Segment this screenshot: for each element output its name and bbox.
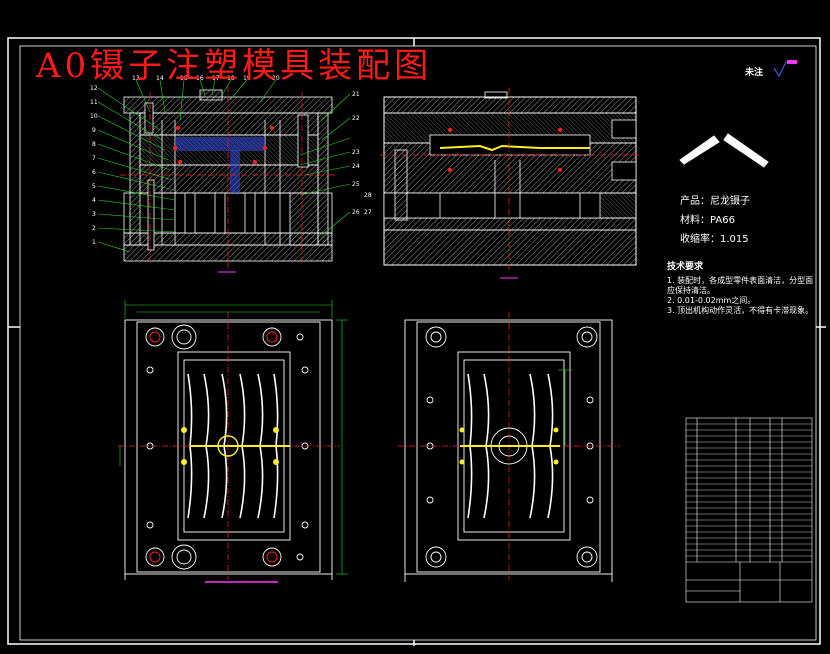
- product-info: 产品：尼龙镊子 材料：PA66 收缩率：1.015: [680, 192, 750, 249]
- callout-2: 2: [92, 225, 96, 232]
- plan-view-right: [404, 319, 613, 582]
- callout-3: 3: [92, 211, 96, 218]
- product-material: 材料：PA66: [680, 215, 735, 226]
- product-shrinkage: 收缩率：1.015: [680, 234, 749, 245]
- callout-22: 22: [352, 115, 360, 122]
- surface-finish-symbol: [773, 60, 798, 78]
- callout-5: 5: [92, 183, 96, 190]
- callout-8: 8: [92, 141, 96, 148]
- parts-list-rows: [686, 423, 812, 557]
- drawing-title: A0镊子注塑模具装配图: [36, 46, 433, 86]
- callout-16: 16: [196, 75, 204, 82]
- callout-4: 4: [92, 197, 96, 204]
- callout-20: 20: [272, 75, 280, 82]
- callout-28: 28: [364, 192, 372, 199]
- callout-23: 23: [352, 149, 360, 156]
- callout-15: 15: [180, 75, 188, 82]
- callout-27: 27: [364, 209, 372, 216]
- plan-view-left-accents: [118, 300, 348, 583]
- callout-9: 9: [92, 127, 96, 134]
- tech-heading: 技术要求: [667, 262, 704, 272]
- parts-list-table: [685, 417, 813, 603]
- side-section-view: [383, 91, 637, 266]
- callout-18: 18: [227, 75, 235, 82]
- product-name: 产品：尼龙镊子: [680, 196, 750, 207]
- callout-24: 24: [352, 163, 360, 170]
- technical-requirements: 技术要求 1. 装配时，各成型零件表面清洁，分型面应保持清洁。 2. 0.01-…: [667, 262, 817, 316]
- plan-view-right-accents: [398, 312, 620, 580]
- callout-26: 26: [352, 209, 360, 216]
- tech-item-3: 3. 顶出机构动作灵活，不得有卡滞现象。: [667, 306, 814, 315]
- callout-10: 10: [90, 113, 98, 120]
- section-callouts: 1 2 3 4 5 6 7 8 9 10 11 12 13 14 15 16 1…: [90, 75, 372, 246]
- tech-item-2: 2. 0.01-0.02mm之间。: [667, 296, 756, 305]
- callout-17: 17: [212, 75, 220, 82]
- section-markers: [173, 126, 274, 164]
- unspecified-roughness-label: 未注: [745, 68, 764, 78]
- callout-6: 6: [92, 169, 96, 176]
- tech-item-1: 1. 装配时，各成型零件表面清洁，分型面应保持清洁。: [667, 276, 814, 295]
- callout-13: 13: [132, 75, 140, 82]
- callout-21: 21: [352, 91, 360, 98]
- plan-view-left: [124, 319, 333, 580]
- callout-19: 19: [243, 75, 251, 82]
- callout-25: 25: [352, 181, 360, 188]
- callout-11: 11: [90, 99, 98, 106]
- callout-12: 12: [90, 85, 98, 92]
- product-sketch: [679, 133, 769, 168]
- drawing-frame: [7, 37, 826, 646]
- callout-14: 14: [156, 75, 164, 82]
- callout-1: 1: [92, 239, 96, 246]
- section-green-leaders: [97, 79, 351, 253]
- section-blue-fill: [175, 137, 265, 193]
- side-section-accents: [380, 88, 640, 279]
- callout-7: 7: [92, 155, 96, 162]
